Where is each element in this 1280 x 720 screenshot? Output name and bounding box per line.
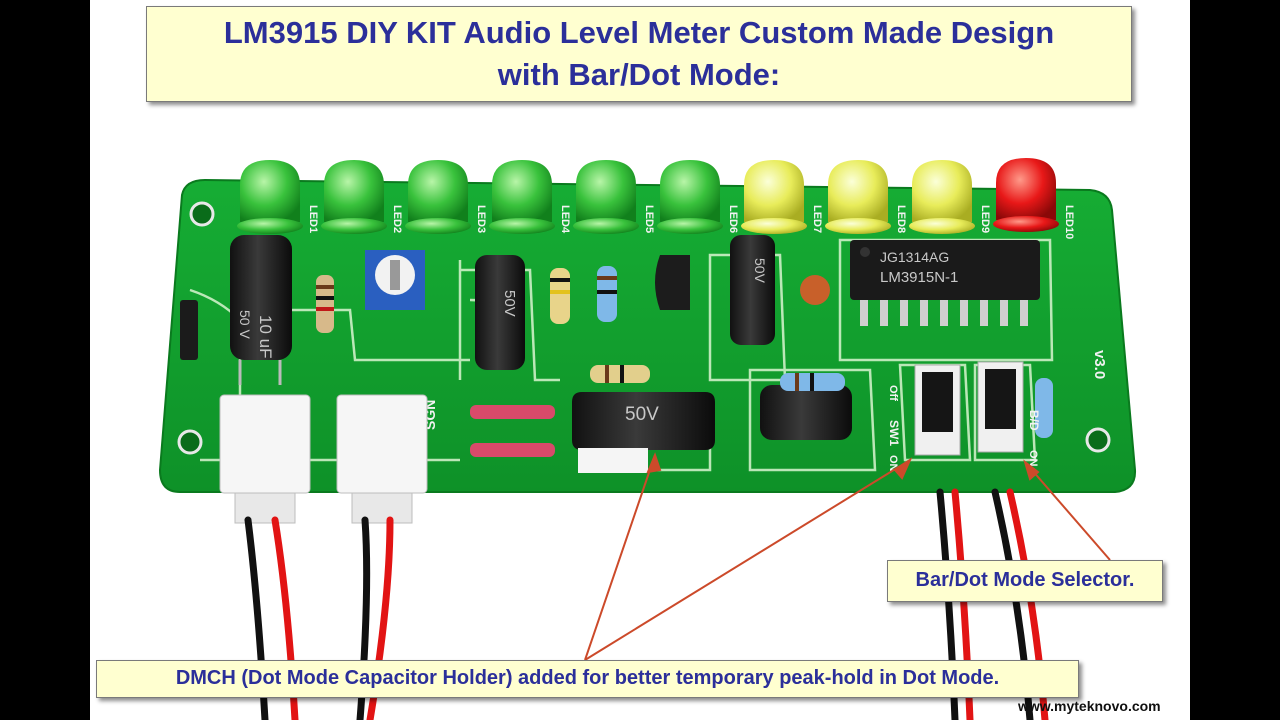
- led-label: LED3: [475, 205, 487, 233]
- ic-marking-1: JG1314AG: [880, 249, 949, 265]
- led-label: LED7: [811, 205, 823, 233]
- title-line-2: with Bar/Dot Mode:: [497, 57, 781, 92]
- connector-right: [336, 394, 428, 524]
- led-label: LED2: [391, 205, 403, 233]
- resistors: [316, 266, 1053, 438]
- ic-marking-2: LM3915N-1: [880, 269, 958, 286]
- capacitor-mid-1: 50V: [475, 255, 525, 370]
- bd-on-label: ON: [1027, 450, 1039, 467]
- led-7: LED7: [741, 160, 823, 234]
- ic-pin: [880, 300, 888, 326]
- switch-sw1: Off SW1 ON: [887, 364, 961, 472]
- ic-lm3915: JG1314AG LM3915N-1: [850, 240, 1040, 300]
- cap-10uf-label: 10 uF: [256, 315, 275, 358]
- transistor: [655, 255, 690, 310]
- led-1: LED1: [237, 160, 319, 234]
- led-9: LED9: [909, 160, 991, 234]
- capacitor-10uf: 10 uF 50 V: [230, 235, 292, 385]
- dmch-callout: DMCH (Dot Mode Capacitor Holder) added f…: [96, 660, 1079, 698]
- ic-pin: [900, 300, 908, 326]
- led-6: LED6: [657, 160, 739, 234]
- dmch-cap-label: 50V: [625, 404, 659, 425]
- sw1-on-label: ON: [887, 455, 899, 472]
- trimmer-pot: [365, 250, 425, 310]
- title-banner: LM3915 DIY KIT Audio Level Meter Custom …: [146, 6, 1132, 102]
- mode-selector-callout: Bar/Dot Mode Selector.: [887, 560, 1163, 602]
- ic-pin: [980, 300, 988, 326]
- connector-left: [219, 394, 311, 524]
- ic-pin: [960, 300, 968, 326]
- mounting-holes: [177, 201, 1111, 455]
- pcb-photo: LED1 LED2 LED3 LED4 LED5 LED6 LED7 LED8 LED9 LED1…: [158, 158, 1137, 720]
- ic-pin: [1020, 300, 1028, 326]
- ic-pins: [860, 300, 1028, 326]
- led-label: LED10: [1063, 205, 1075, 239]
- led-3: LED3: [405, 160, 487, 234]
- callout-arrows: [584, 452, 1111, 661]
- ic-pin: [1000, 300, 1008, 326]
- switch-bd: B/D ON: [977, 361, 1041, 467]
- title-line-1: LM3915 DIY KIT Audio Level Meter Custom …: [223, 15, 1055, 50]
- cap-10uf-voltage: 50 V: [237, 310, 253, 339]
- sw1-off-label: Off: [887, 385, 899, 401]
- led-4: LED4: [489, 160, 571, 234]
- led-label: LED6: [727, 205, 739, 233]
- photo-stage: LED1 LED2 LED3 LED4 LED5 LED6 LED7 LED8 LED9 LED1…: [90, 0, 1190, 720]
- led-label: LED9: [979, 205, 991, 233]
- led-2: LED2: [321, 160, 403, 234]
- ic-pin: [940, 300, 948, 326]
- led-label: LED5: [643, 205, 655, 233]
- bd-label: B/D: [1027, 410, 1041, 431]
- led-label: LED8: [895, 205, 907, 233]
- capacitor-mid-2: 50V: [730, 235, 775, 345]
- led-row: LED1 LED2 LED3 LED4 LED5 LED6 LED7 LED8 LED9 LED1…: [237, 158, 1075, 239]
- led-label: LED4: [559, 205, 571, 234]
- sw1-label: SW1: [887, 420, 901, 446]
- led-label: LED1: [307, 205, 319, 233]
- led-5: LED5: [573, 160, 655, 234]
- watermark: www.myteknovo.com: [1018, 698, 1161, 714]
- diodes: [180, 300, 555, 457]
- version-label: v3.0: [1091, 350, 1108, 379]
- capacitor-right: [760, 385, 852, 440]
- ic-pin: [860, 300, 868, 326]
- led-10: LED10: [993, 158, 1075, 239]
- ic-pin: [920, 300, 928, 326]
- ceramic-cap: [800, 275, 830, 305]
- svg-text:50V: 50V: [501, 290, 518, 317]
- svg-text:50V: 50V: [752, 258, 768, 284]
- capacitor-dmch: 50V: [572, 392, 715, 473]
- led-8: LED8: [825, 160, 907, 234]
